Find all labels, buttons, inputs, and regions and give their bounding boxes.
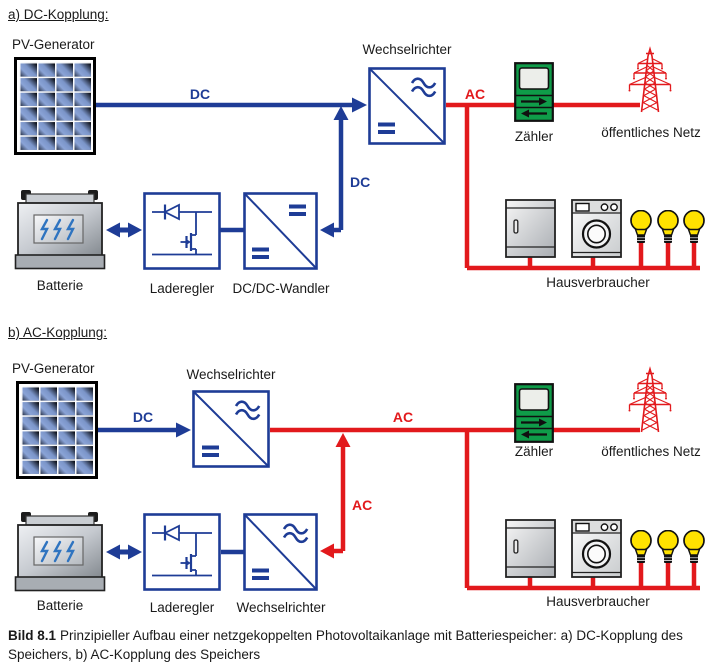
light-bulbs-icon-a <box>630 210 705 243</box>
pv-inverter-icon-b <box>192 390 270 468</box>
dc-link-battery-charger-a <box>106 222 142 238</box>
dc-label-b: DC <box>132 409 154 425</box>
caption-number: Bild 8.1 <box>8 628 57 643</box>
meter-label-a: Zähler <box>514 129 554 144</box>
ac-label-a: AC <box>464 86 486 102</box>
ac-branch-label-b: AC <box>352 497 373 513</box>
household-loads-label-a: Hausverbraucher <box>546 275 650 290</box>
section-b-heading: b) AC-Kopplung: <box>8 325 108 340</box>
washing-machine-icon-a <box>571 199 622 258</box>
pv-generator-label-a: PV-Generator <box>12 37 95 52</box>
household-loads-label-b: Hausverbraucher <box>546 594 650 609</box>
refrigerator-icon-a <box>505 199 556 258</box>
power-pylon-icon-a <box>628 46 672 113</box>
inverter-label-a: Wechselrichter <box>362 42 452 57</box>
pv-panel-icon-b <box>16 381 98 479</box>
battery-inverter-icon-b <box>243 513 318 591</box>
ac-main-label-b: AC <box>392 409 414 425</box>
dc-branch-inverter-to-converter-a <box>320 106 349 238</box>
charge-controller-label-b: Laderegler <box>149 600 215 615</box>
battery-label-a: Batterie <box>36 278 84 293</box>
battery-inverter-label-b: Wechselrichter <box>236 600 326 615</box>
pv-inverter-label-b: Wechselrichter <box>186 367 276 382</box>
caption-text: Prinzipieller Aufbau einer netzgekoppelt… <box>8 628 683 662</box>
light-bulbs-icon-b <box>630 530 705 563</box>
dc-branch-label-a: DC <box>350 174 371 190</box>
ac-branch-loads-a <box>464 105 700 271</box>
dc-line-pv-to-inverter-b <box>98 422 191 438</box>
dc-line-pv-to-inverter-a <box>96 97 367 113</box>
ac-branch-battery-inverter-b <box>320 433 351 559</box>
refrigerator-icon-b <box>505 519 556 578</box>
public-grid-label-a: öffentliches Netz <box>601 125 701 140</box>
public-grid-label-b: öffentliches Netz <box>601 444 701 459</box>
section-a-heading: a) DC-Kopplung: <box>8 7 109 22</box>
charge-controller-icon-b <box>143 513 221 591</box>
meter-label-b: Zähler <box>514 444 554 459</box>
dc-main-label-a: DC <box>189 86 211 102</box>
inverter-icon-a <box>368 67 446 145</box>
ac-branch-loads-b <box>464 430 700 591</box>
energy-meter-icon-a <box>514 62 554 122</box>
pv-generator-label-b: PV-Generator <box>12 361 95 376</box>
energy-meter-icon-b <box>514 383 554 443</box>
washing-machine-icon-b <box>571 519 622 578</box>
battery-label-b: Batterie <box>36 598 84 613</box>
battery-icon-b <box>14 512 106 592</box>
pv-panel-icon-a <box>14 57 96 155</box>
dc-dc-converter-label-a: DC/DC-Wandler <box>232 281 330 296</box>
battery-icon-a <box>14 190 106 270</box>
dc-link-battery-charger-b <box>106 544 142 560</box>
power-pylon-icon-b <box>628 366 672 433</box>
dc-dc-converter-icon-a <box>243 192 318 270</box>
charge-controller-label-a: Laderegler <box>149 281 215 296</box>
charge-controller-icon-a <box>143 192 221 270</box>
